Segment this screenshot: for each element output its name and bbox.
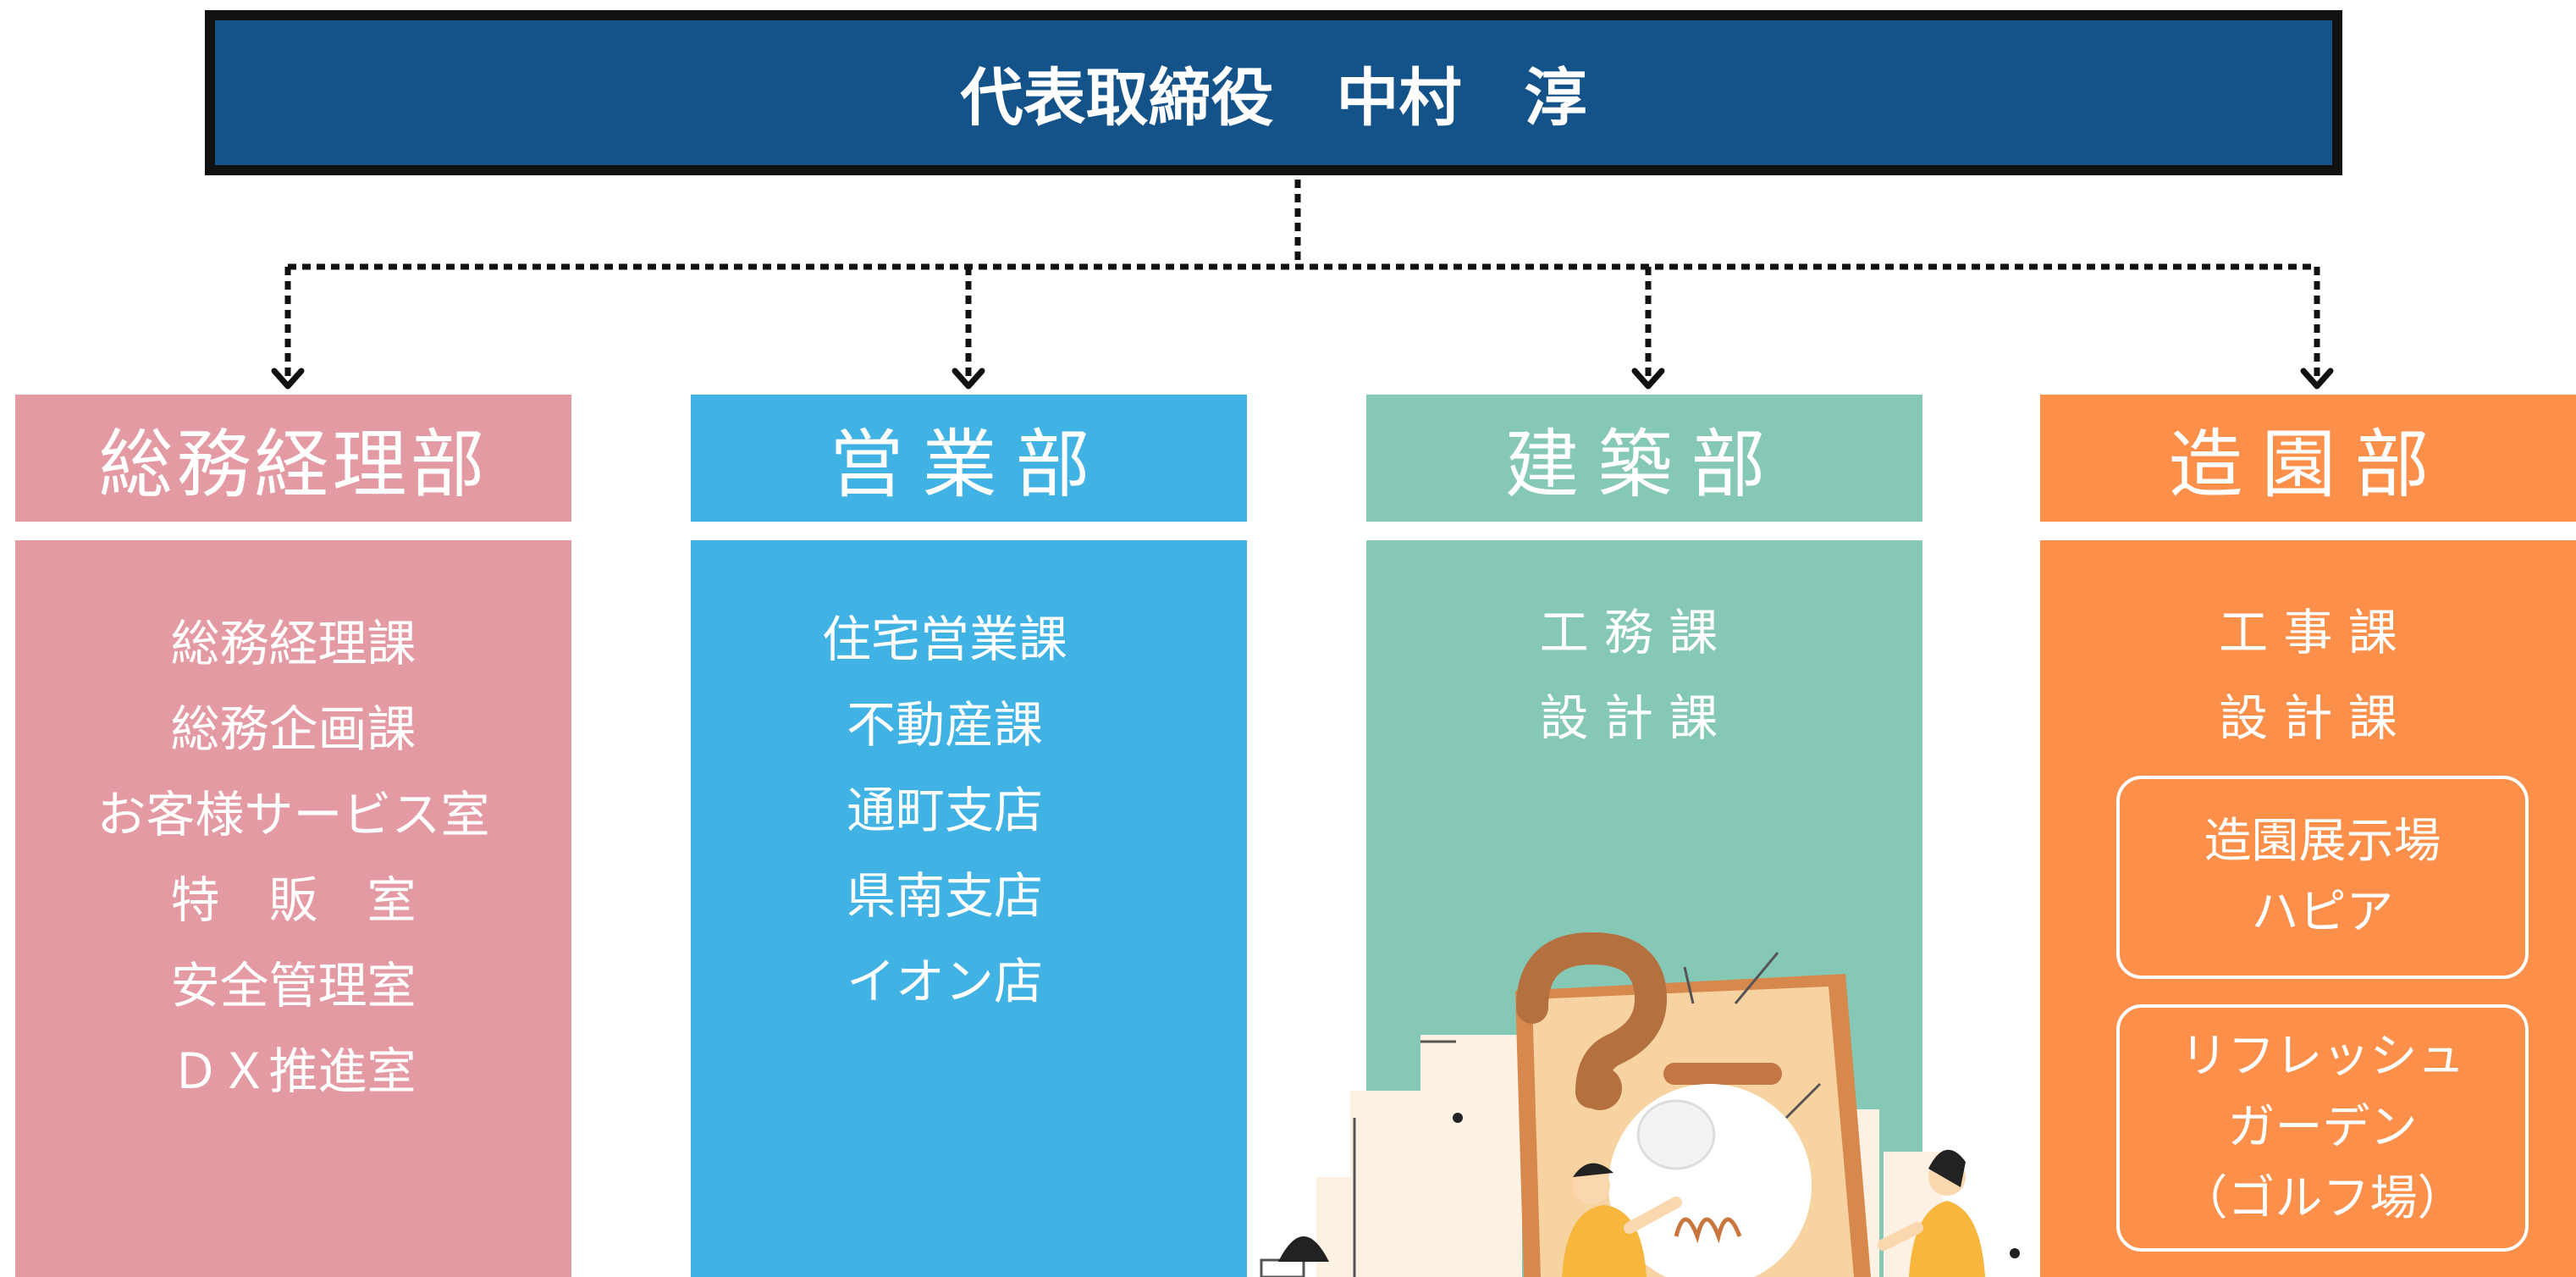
section-item: 工 務 課 — [1539, 604, 1718, 661]
arrowhead-4 — [2300, 368, 2334, 390]
section-item: ＤＸ推進室 — [170, 1042, 416, 1100]
dept-name: 営業部 — [829, 420, 1109, 508]
section-item: 通町支店 — [846, 782, 1043, 839]
dept-body-sales — [691, 540, 1247, 1277]
dept-name: 総務経理部 — [98, 420, 488, 508]
section-item: お客様サービス室 — [97, 786, 490, 843]
facility-line: 造園展示場 — [2204, 814, 2441, 869]
facility-line: ガーデン — [2227, 1100, 2418, 1155]
section-item: 特 販 室 — [170, 871, 416, 929]
dept-header-landscaping: 造園部 — [2040, 395, 2576, 522]
section-item: 県南支店 — [846, 867, 1043, 925]
dept-name: 造園部 — [2168, 420, 2448, 508]
arrowhead-3 — [1631, 368, 1665, 390]
facility-line: リフレッシュ — [2180, 1029, 2465, 1084]
section-item: 工 事 課 — [2219, 604, 2397, 661]
dept-header-sales: 営業部 — [691, 395, 1247, 522]
section-item: 総務経理課 — [170, 615, 416, 672]
section-item: 総務企画課 — [170, 700, 416, 758]
ceo-title: 代表取締役 中村 淳 — [960, 62, 1587, 135]
section-item: イオン店 — [846, 953, 1043, 1010]
dept-body-general-affairs — [15, 540, 571, 1277]
dept-header-general-affairs: 総務経理部 — [15, 395, 571, 522]
arrowhead-2 — [952, 368, 985, 390]
question-lightbulb-illustration — [1260, 931, 2020, 1277]
ceo-box: 代表取締役 中村 淳 — [205, 10, 2342, 175]
section-list-sales: 住宅営業課 不動産課 通町支店 県南支店 イオン店 — [691, 597, 1199, 1025]
facility-line: ハピア — [2251, 885, 2394, 940]
dept-header-construction: 建築部 — [1366, 395, 1922, 522]
section-list-construction: 工 務 課 設 計 課 — [1366, 590, 1891, 761]
section-item: 住宅営業課 — [821, 611, 1067, 668]
facility-box-showroom: 造園展示場 ハピア — [2116, 776, 2529, 979]
section-item: 不動産課 — [846, 696, 1043, 754]
section-item: 安全管理室 — [170, 957, 416, 1014]
section-item: 設 計 課 — [1539, 689, 1718, 747]
facility-box-golf: リフレッシュ ガーデン （ゴルフ場） — [2116, 1004, 2529, 1252]
dept-body-landscaping — [2040, 540, 2576, 1277]
section-item: 設 計 課 — [2219, 689, 2397, 747]
arrowhead-1 — [271, 368, 305, 390]
section-list-landscaping: 工 事 課 設 計 課 — [2040, 590, 2576, 761]
section-list-general-affairs: 総務経理課 総務企画課 お客様サービス室 特 販 室 安全管理室 ＤＸ推進室 — [15, 601, 571, 1114]
dept-name: 建築部 — [1504, 420, 1784, 508]
facility-line: （ゴルフ場） — [2180, 1171, 2465, 1226]
